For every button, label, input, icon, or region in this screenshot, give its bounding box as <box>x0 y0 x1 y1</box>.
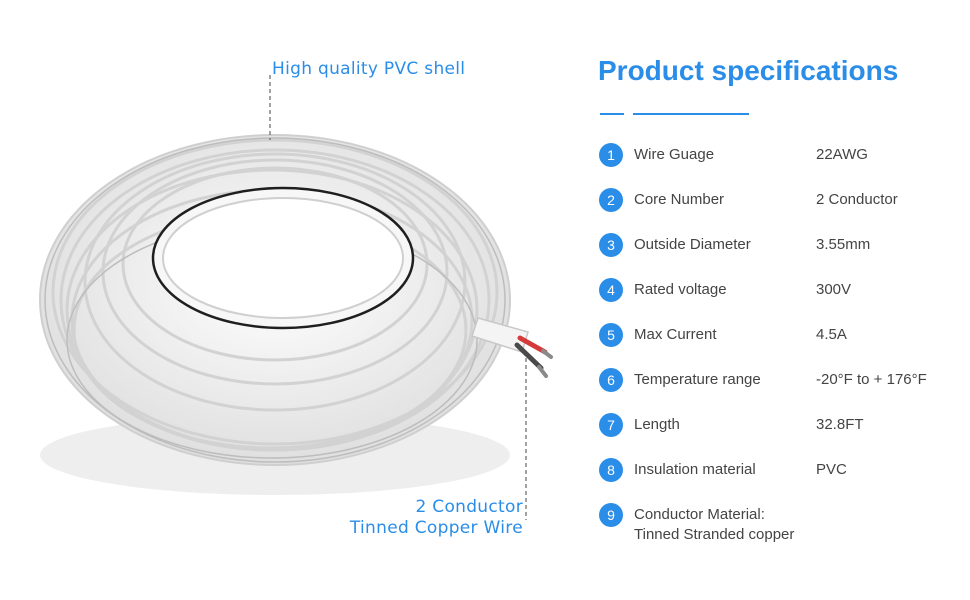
spec-value: 22AWG <box>816 146 868 163</box>
spec-value: 32.8FT <box>816 416 864 433</box>
spec-number-badge: 2 <box>599 188 623 212</box>
spec-label: Conductor Material: <box>634 506 765 523</box>
cable-coil-illustration <box>39 75 553 520</box>
spec-label: Temperature range <box>634 371 761 388</box>
spec-label: Insulation material <box>634 461 756 478</box>
spec-number-badge: 5 <box>599 323 623 347</box>
spec-value: -20°F to + 176°F <box>816 371 927 388</box>
spec-number-badge: 3 <box>599 233 623 257</box>
conductor-callout: 2 Conductor Tinned Copper Wire <box>350 497 523 539</box>
title-underline-long <box>633 113 749 115</box>
spec-label: Length <box>634 416 680 433</box>
spec-value: 2 Conductor <box>816 191 898 208</box>
title-underline-short <box>600 113 624 115</box>
spec-label: Rated voltage <box>634 281 727 298</box>
coil-rings <box>51 138 499 452</box>
spec-label-line2: Tinned Stranded copper <box>634 526 795 543</box>
spec-value: 4.5A <box>816 326 847 343</box>
conductor-callout-line2: Tinned Copper Wire <box>349 518 523 538</box>
spec-label: Outside Diameter <box>634 236 751 253</box>
spec-label: Core Number <box>634 191 725 208</box>
shell-callout: High quality PVC shell <box>272 59 466 79</box>
spec-label: Max Current <box>634 326 717 343</box>
cable-end <box>471 317 553 378</box>
spec-number-badge: 8 <box>599 458 623 482</box>
spec-number-badge: 6 <box>599 368 623 392</box>
spec-number-badge: 1 <box>599 143 623 167</box>
spec-label: Wire Guage <box>634 146 715 163</box>
spec-value: PVC <box>816 461 847 478</box>
spec-number-badge: 7 <box>599 413 623 437</box>
spec-value: 3.55mm <box>816 236 871 253</box>
conductor-callout-line1: 2 Conductor <box>415 497 523 517</box>
spec-value: 300V <box>816 281 852 298</box>
spec-number-badge: 9 <box>599 503 623 527</box>
specs-title: Product specifications <box>598 55 899 86</box>
spec-number-badge: 4 <box>599 278 623 302</box>
